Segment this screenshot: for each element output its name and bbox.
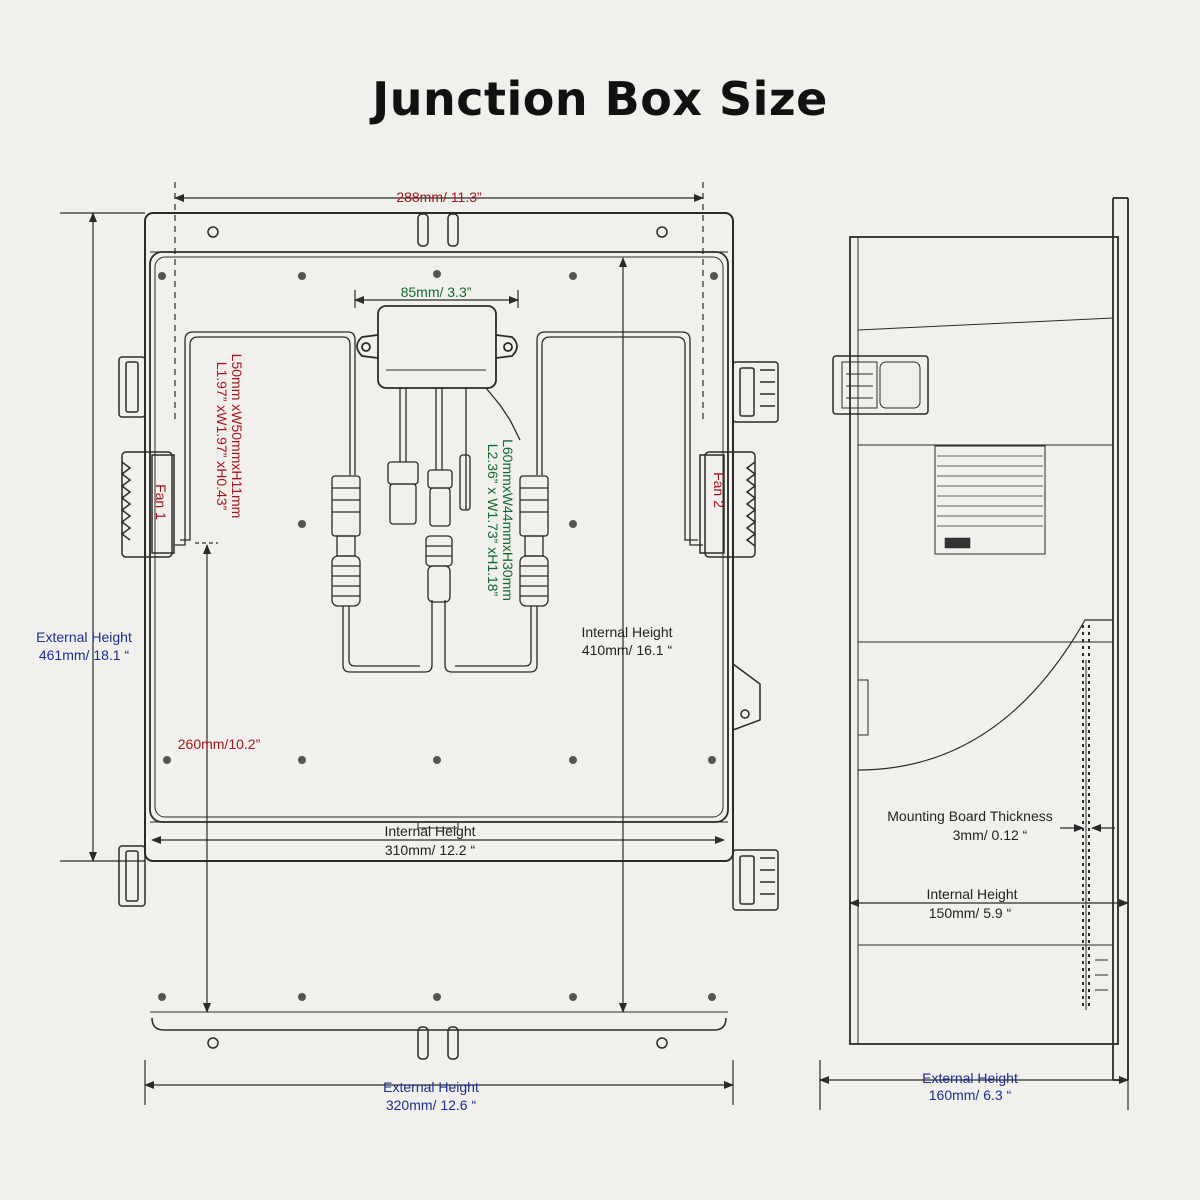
fan-1-label: Fan 1: [153, 484, 169, 520]
page-title: Junction Box Size: [372, 72, 828, 126]
side-view: [832, 197, 1129, 1081]
internal-width-value: 310mm/ 12.2 “: [385, 842, 476, 858]
internal-height-value: 410mm/ 16.1 “: [582, 642, 673, 658]
board-screws: [158, 270, 718, 1001]
internal-height-label: Internal Height: [581, 624, 672, 640]
side-dimension-lines: [819, 824, 1129, 1110]
connectors: [331, 461, 549, 673]
top-width-label: 288mm/ 11.3”: [396, 189, 482, 205]
board-thickness-label: Mounting Board Thickness: [887, 808, 1053, 824]
front-view: [60, 182, 779, 1105]
external-width-label: External Height: [383, 1079, 479, 1095]
fan-height-label: 260mm/10.2”: [178, 736, 261, 752]
left-hinges: [118, 356, 146, 907]
fan-dims-line1: L50mm xW50mmxH11mm: [229, 354, 245, 519]
module-dims-line1: L60mmxW44mmxH30mm: [500, 439, 516, 601]
external-depth-value: 160mm/ 6.3 “: [929, 1087, 1012, 1103]
module-dims-line2: L2.36” x W1.73” xH1.18”: [485, 444, 501, 597]
internal-width-label: Internal Height: [384, 823, 475, 839]
front-outer-body: [144, 212, 734, 862]
external-depth-label: External Height: [922, 1070, 1018, 1086]
module-width-label: 85mm/ 3.3”: [401, 284, 472, 300]
internal-depth-label: Internal Height: [926, 886, 1017, 902]
fan-2: [699, 451, 757, 558]
right-latches: [732, 361, 779, 911]
module-leads: [399, 387, 521, 511]
board-thickness-value: 3mm/ 0.12 “: [953, 827, 1028, 843]
external-height-label: External Height: [36, 629, 132, 645]
external-width-value: 320mm/ 12.6 “: [386, 1097, 477, 1113]
corner-holes: [207, 226, 668, 1049]
fan-wires: [175, 331, 703, 546]
external-height-value: 461mm/ 18.1 “: [39, 647, 130, 663]
side-body: [849, 236, 1119, 1045]
mounting-slots: [417, 213, 459, 1060]
dimension-lines: [60, 182, 734, 1105]
mounting-board: [154, 256, 724, 818]
fan-dims-line2: L1.97” xW1.97” xH0.43”: [214, 362, 230, 511]
control-module: [356, 305, 518, 389]
internal-depth-value: 150mm/ 5.9 “: [929, 905, 1012, 921]
fan-2-label: Fan 2: [711, 472, 727, 508]
fan-1: [120, 451, 175, 558]
